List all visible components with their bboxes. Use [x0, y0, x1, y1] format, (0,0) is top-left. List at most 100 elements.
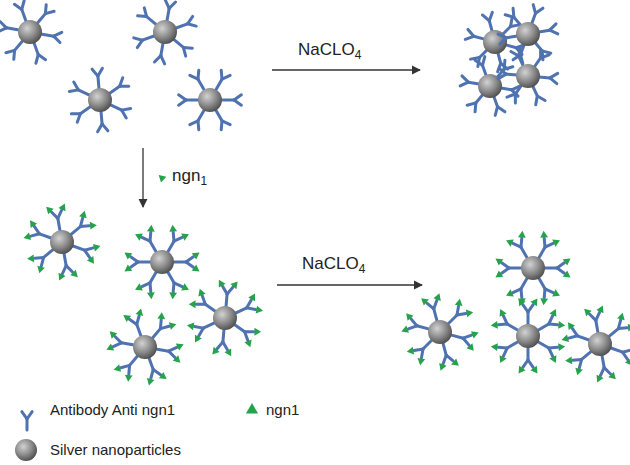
- legend-text: ngn1: [266, 401, 299, 419]
- antibody: [14, 1, 26, 22]
- silver-nanoparticle: [516, 324, 540, 348]
- ngn1-antigen: [439, 363, 446, 371]
- ngn1-antigen: [406, 313, 413, 321]
- ngn1-antigen: [123, 315, 131, 322]
- ngn1-antigen: [169, 292, 177, 299]
- ngn1-antigen: [254, 328, 261, 336]
- particles: [0, 0, 630, 385]
- antibody: [69, 82, 90, 95]
- antibody: [507, 85, 522, 103]
- antibody: [134, 36, 155, 48]
- antibody: [221, 95, 241, 105]
- ngn1-antigen: [563, 270, 571, 277]
- antibody: [539, 73, 558, 83]
- antibody: [72, 246, 93, 258]
- antibody: [589, 312, 599, 333]
- ngn1-antigen: [219, 280, 226, 288]
- antibody: [194, 323, 215, 336]
- antibody: [498, 34, 517, 44]
- antibody: [142, 272, 157, 292]
- silver-nanoparticle: [213, 306, 237, 330]
- ngn1-antigen: [455, 299, 463, 306]
- ngn1-antigen: [495, 259, 503, 266]
- ngn1-antigen: [159, 372, 167, 379]
- antibody: [535, 42, 551, 59]
- antibody: [234, 324, 254, 340]
- antibody: [513, 238, 528, 258]
- ngn1-antigen: [549, 355, 556, 363]
- antibody: [494, 96, 505, 115]
- ngn1-antigen: [195, 335, 202, 343]
- antibody: [152, 320, 169, 339]
- silver-nanoparticle: [588, 332, 612, 356]
- ngn1-antigen: [124, 264, 132, 271]
- ngn1-antigen: [530, 366, 537, 374]
- ngn1-antigen: [549, 309, 556, 317]
- antibody: [475, 57, 486, 76]
- ngn1-antigen: [147, 378, 155, 386]
- antibody: [608, 320, 627, 337]
- antibody: [600, 355, 610, 376]
- silver-nanoparticle: [428, 320, 452, 344]
- antibody: [113, 336, 134, 346]
- antibody: [138, 8, 157, 25]
- antibody: [109, 78, 129, 94]
- antibody: [149, 357, 161, 378]
- antibody: [498, 316, 518, 331]
- antibody: [173, 39, 192, 56]
- antibody: [196, 296, 216, 312]
- ngn1-antigen: [135, 234, 143, 241]
- ngn1-antigen: [617, 313, 625, 321]
- antibody: [31, 226, 52, 238]
- ngn1-antigen: [192, 253, 200, 260]
- antibody: [498, 68, 517, 78]
- antibody: [533, 86, 545, 105]
- ngn1-antigen: [625, 358, 630, 366]
- ngn1-antigen: [93, 244, 101, 252]
- ngn1-antigen: [181, 234, 189, 241]
- antibody: [121, 355, 138, 374]
- ngn1-antigen: [147, 225, 155, 232]
- antibody: [6, 40, 23, 59]
- ngn1-antigen: [198, 289, 205, 297]
- ngn1-antigen: [500, 309, 507, 317]
- ngn1-antigen: [407, 347, 414, 355]
- ngn1-antigen: [608, 372, 616, 380]
- antibody: [216, 110, 231, 130]
- ngn1-antigen: [558, 343, 565, 351]
- legend-text: Antibody Anti ngn1: [50, 401, 175, 419]
- ngn1-antigen: [451, 358, 459, 365]
- ngn1-antigen: [584, 309, 592, 317]
- antibody: [408, 319, 429, 329]
- antibody: [569, 328, 590, 340]
- ngn1-antigen: [491, 343, 498, 351]
- ngn1-antigen: [173, 355, 181, 363]
- antibody: [538, 316, 558, 331]
- antibody: [539, 278, 554, 298]
- ngn1-antigen: [552, 289, 560, 296]
- ngn1-antigen: [30, 220, 37, 228]
- antibody: [544, 263, 564, 273]
- silver-nanoparticle: [521, 256, 545, 280]
- antibody: [223, 286, 233, 307]
- reaction-arrow: [277, 284, 422, 285]
- antibody: [505, 8, 521, 25]
- ngn1-antigen: [491, 321, 498, 329]
- ngn1-antigen: [433, 293, 440, 301]
- antibody: [129, 316, 141, 337]
- antibody: [142, 232, 157, 252]
- ngn1-antigen: [192, 264, 200, 271]
- antibody: [110, 105, 131, 118]
- antibody: [573, 351, 592, 368]
- ngn1-antigen: [256, 306, 263, 314]
- ngn1-antigen: [135, 283, 143, 290]
- ngn1-antigen: [568, 322, 575, 330]
- antibody: [539, 24, 558, 34]
- antibody: [460, 76, 479, 86]
- antibody: [538, 342, 558, 357]
- reagent-label: NaCLO4: [298, 40, 361, 60]
- antibody: [154, 43, 164, 64]
- ngn1-antigen: [24, 233, 32, 241]
- ngn1-antigen: [248, 294, 255, 302]
